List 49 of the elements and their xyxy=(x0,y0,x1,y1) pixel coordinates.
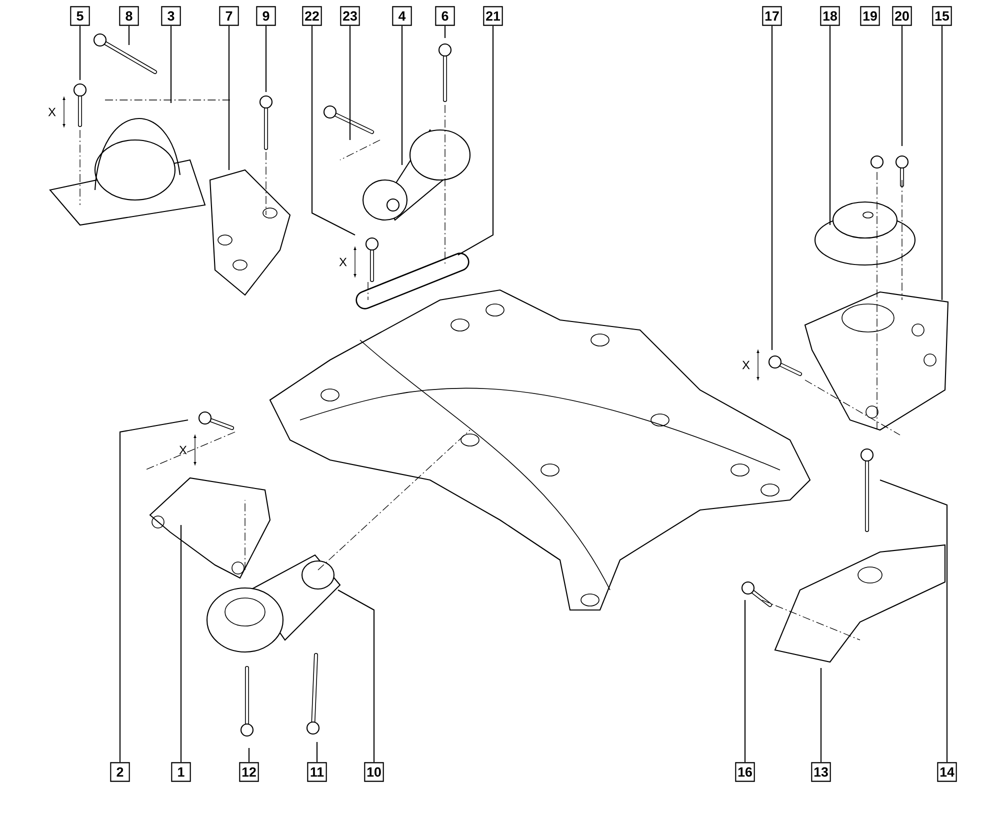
callout-number: 15 xyxy=(932,6,952,26)
callout-number: 21 xyxy=(483,6,503,26)
callout-number: 9 xyxy=(256,6,276,26)
leader-line xyxy=(771,26,773,350)
callout-number: 8 xyxy=(119,6,139,26)
dimension-label: X xyxy=(179,446,187,454)
leader-line xyxy=(401,26,403,165)
leader-line xyxy=(316,742,318,762)
callout-number: 20 xyxy=(892,6,912,26)
callout-number: 6 xyxy=(435,6,455,26)
callout-number: 11 xyxy=(307,762,327,782)
callout-number: 2 xyxy=(110,762,130,782)
leader-line xyxy=(349,26,351,140)
callout-number: 19 xyxy=(860,6,880,26)
callout-number: 3 xyxy=(161,6,181,26)
leader-line xyxy=(228,26,230,170)
leader-line xyxy=(880,480,948,762)
leader-line xyxy=(820,668,822,762)
callout-number: 23 xyxy=(340,6,360,26)
leader-line xyxy=(311,26,356,236)
callout-number: 10 xyxy=(364,762,384,782)
leader-line xyxy=(265,26,267,92)
callout-number: 5 xyxy=(70,6,90,26)
callout-number: 22 xyxy=(302,6,322,26)
leader-line xyxy=(941,26,943,300)
leader-line xyxy=(79,26,81,80)
callout-number: 4 xyxy=(392,6,412,26)
leader-line xyxy=(458,26,494,256)
leader-line xyxy=(119,419,188,762)
dimension-label: X xyxy=(339,258,347,266)
callout-number: 13 xyxy=(811,762,831,782)
leader-line xyxy=(444,26,446,38)
callout-number: 14 xyxy=(937,762,957,782)
callout-number: 12 xyxy=(239,762,259,782)
leader-line xyxy=(170,26,172,103)
callout-number: 7 xyxy=(219,6,239,26)
leader-line xyxy=(744,600,746,762)
leader-line xyxy=(180,525,182,762)
dimension-label: X xyxy=(48,108,56,116)
leader-line xyxy=(338,590,375,762)
leader-line xyxy=(829,26,831,225)
callout-number: 18 xyxy=(820,6,840,26)
dimension-label: X xyxy=(742,360,750,370)
leader-line xyxy=(248,748,250,762)
callout-number: 17 xyxy=(762,6,782,26)
callout-number: 1 xyxy=(171,762,191,782)
leader-line xyxy=(128,26,130,45)
leader-line xyxy=(901,26,903,146)
callout-number: 16 xyxy=(735,762,755,782)
